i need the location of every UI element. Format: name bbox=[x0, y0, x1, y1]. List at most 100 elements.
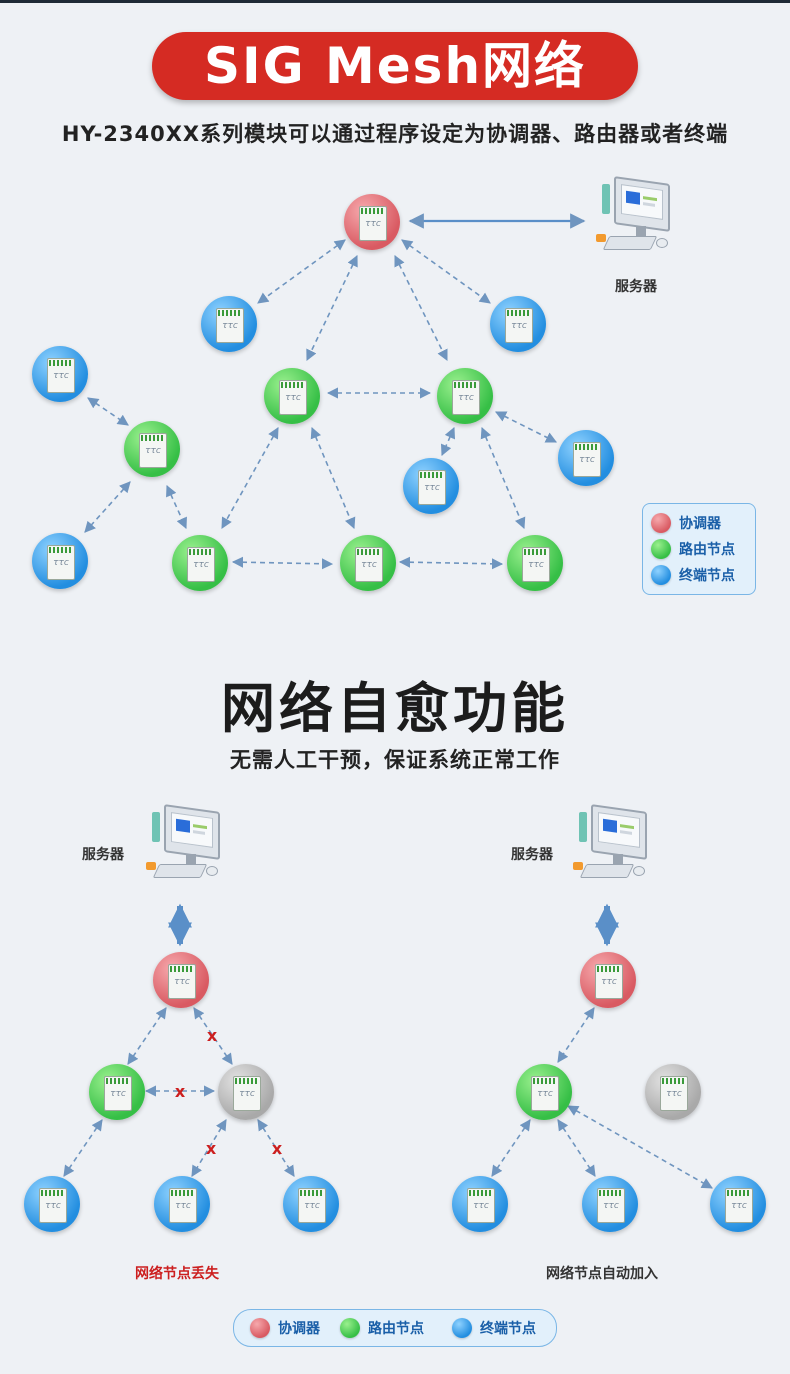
chip-icon bbox=[573, 442, 601, 477]
link-bottom-left-mid bbox=[231, 556, 334, 570]
legend-item-end-node: 终端节点 bbox=[651, 565, 735, 585]
chip-icon bbox=[595, 964, 623, 999]
link-left-offline-end-mid bbox=[191, 1119, 227, 1177]
self-healing-subheading: 无需人工干预，保证系统正常工作 bbox=[230, 748, 560, 772]
end-node bbox=[452, 1176, 508, 1232]
caption-node-lost: 网络节点丢失 bbox=[135, 1266, 219, 1282]
offline-router-node bbox=[645, 1064, 701, 1120]
chip-icon bbox=[452, 380, 480, 415]
chip-icon bbox=[187, 547, 215, 582]
page-title: SIG Mesh网络 bbox=[203, 37, 587, 95]
router-node bbox=[340, 535, 396, 591]
link-coord-end-right bbox=[401, 239, 491, 304]
link-left-offline-end-right bbox=[257, 1119, 295, 1177]
chip-icon bbox=[418, 470, 446, 505]
link-right-router-end-left bbox=[491, 1119, 531, 1177]
server-computer-icon bbox=[596, 176, 674, 252]
router-node bbox=[172, 535, 228, 591]
chip-icon bbox=[47, 545, 75, 580]
server-label-right: 服务器 bbox=[511, 847, 553, 863]
break-mark-offline-end-mid: x bbox=[206, 1139, 217, 1158]
router-node bbox=[264, 368, 320, 424]
legend-bottom: 协调器 路由节点 终端节点 bbox=[233, 1309, 557, 1347]
end-node bbox=[490, 296, 546, 352]
router-node bbox=[124, 421, 180, 477]
router-node bbox=[89, 1064, 145, 1120]
chip-icon bbox=[169, 1188, 197, 1223]
chip-icon bbox=[139, 433, 167, 468]
break-mark-router-offline: x bbox=[175, 1082, 186, 1101]
legend-item-router: 路由节点 bbox=[651, 539, 735, 559]
chip-icon bbox=[597, 1188, 625, 1223]
server-label: 服务器 bbox=[615, 279, 657, 295]
chip-icon bbox=[104, 1076, 132, 1111]
page-subtitle: HY-2340XX系列模块可以通过程序设定为协调器、路由器或者终端 bbox=[61, 122, 729, 146]
chip-icon bbox=[725, 1188, 753, 1223]
end-node bbox=[283, 1176, 339, 1232]
link-router-left-bottom bbox=[221, 427, 279, 529]
coordinator-node bbox=[344, 194, 400, 250]
end-node bbox=[201, 296, 257, 352]
end-node bbox=[24, 1176, 80, 1232]
link-router-bottom-left bbox=[166, 484, 187, 530]
break-mark-offline-end-right: x bbox=[272, 1139, 283, 1158]
end-node-dot-icon bbox=[651, 565, 671, 585]
chip-icon bbox=[660, 1076, 688, 1111]
chip-icon bbox=[298, 1188, 326, 1223]
router-node bbox=[516, 1064, 572, 1120]
server-label-left: 服务器 bbox=[82, 847, 124, 863]
link-router-right-end bbox=[440, 426, 456, 457]
legend-item-coordinator: 协调器 bbox=[250, 1318, 320, 1338]
legend-item-coordinator: 协调器 bbox=[651, 513, 721, 533]
title-banner: SIG Mesh网络 bbox=[152, 32, 638, 100]
break-mark-coord-offline: x bbox=[207, 1026, 218, 1045]
router-node bbox=[507, 535, 563, 591]
chip-icon bbox=[505, 308, 533, 343]
link-coord-router-left bbox=[306, 254, 358, 362]
coordinator-dot-icon bbox=[651, 513, 671, 533]
link-router-left-bottom-mid bbox=[310, 426, 356, 530]
coordinator-node bbox=[580, 952, 636, 1008]
link-right-coord-router bbox=[557, 1007, 595, 1063]
offline-router-node bbox=[218, 1064, 274, 1120]
router-dot-icon bbox=[651, 539, 671, 559]
chip-icon bbox=[233, 1076, 261, 1111]
link-left-router-end bbox=[63, 1119, 103, 1177]
end-node bbox=[582, 1176, 638, 1232]
chip-icon bbox=[522, 547, 550, 582]
link-right-router-end-mid bbox=[557, 1119, 596, 1177]
chip-icon bbox=[47, 358, 75, 393]
server-computer-icon bbox=[573, 804, 651, 880]
link-right-router-end-far bbox=[567, 1105, 713, 1189]
link-coord-end-left bbox=[257, 239, 346, 304]
chip-icon bbox=[216, 308, 244, 343]
router-node bbox=[437, 368, 493, 424]
chip-icon bbox=[39, 1188, 67, 1223]
chip-icon bbox=[355, 547, 383, 582]
chip-icon bbox=[359, 206, 387, 241]
end-node bbox=[710, 1176, 766, 1232]
end-node bbox=[32, 533, 88, 589]
end-node bbox=[558, 430, 614, 486]
link-router-farend-bottom bbox=[84, 481, 131, 533]
chip-icon bbox=[467, 1188, 495, 1223]
coordinator-node bbox=[153, 952, 209, 1008]
legend: 协调器 路由节点 终端节点 bbox=[642, 503, 756, 595]
link-router-right-end-far bbox=[494, 411, 558, 443]
link-left-coord-offline bbox=[193, 1007, 233, 1065]
self-healing-heading: 网络自愈功能 bbox=[221, 677, 569, 740]
link-farend-router bbox=[87, 397, 129, 426]
legend-item-end-node: 终端节点 bbox=[452, 1318, 536, 1338]
link-left-coord-router bbox=[127, 1007, 167, 1065]
end-node bbox=[32, 346, 88, 402]
coordinator-dot-icon bbox=[250, 1318, 270, 1338]
chip-icon bbox=[279, 380, 307, 415]
end-node bbox=[403, 458, 459, 514]
link-bottom-mid-right bbox=[398, 556, 504, 570]
chip-icon bbox=[168, 964, 196, 999]
chip-icon bbox=[531, 1076, 559, 1111]
top-bar bbox=[0, 0, 790, 3]
end-node bbox=[154, 1176, 210, 1232]
